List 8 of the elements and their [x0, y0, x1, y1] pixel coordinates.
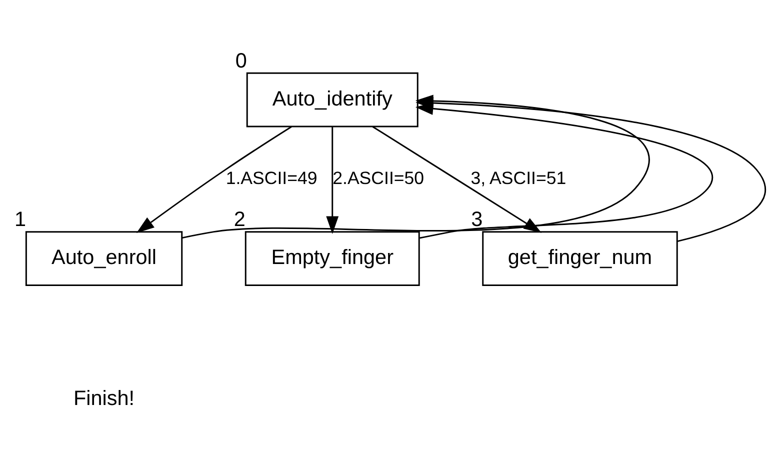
edge-label: 2.ASCII=50 [332, 167, 424, 188]
node-label: 1 [14, 208, 26, 231]
label: Finish! [73, 386, 135, 410]
edge-label: 1.ASCII=49 [226, 167, 318, 188]
edge-label: 3, ASCII=51 [470, 167, 566, 188]
node-label: 0 [235, 49, 247, 72]
node-label: 3 [471, 208, 483, 231]
node-label: 2 [234, 208, 246, 231]
